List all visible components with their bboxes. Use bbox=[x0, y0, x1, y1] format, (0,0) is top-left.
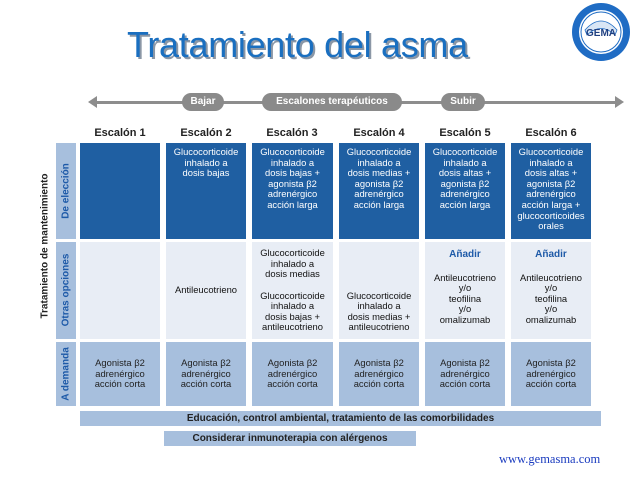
page-title: Tratamiento del asma bbox=[127, 24, 468, 65]
step2-otras-cell: Antileucotrieno bbox=[166, 242, 246, 339]
side-label-otras: Otras opciones bbox=[60, 253, 72, 327]
step-label-3: Escalón 3 bbox=[266, 127, 318, 139]
side-label-eleccion: De elección bbox=[60, 163, 72, 219]
step-label-2: Escalón 2 bbox=[180, 127, 232, 139]
step1-otras-cell bbox=[80, 242, 160, 339]
step4-eleccion-cell: Glucocorticoide inhalado a dosis medias … bbox=[339, 143, 419, 239]
step3-demanda-cell: Agonista β2 adrenérgico acción corta bbox=[252, 342, 333, 406]
step-label-1: Escalón 1 bbox=[94, 127, 146, 139]
step5-demanda-cell: Agonista β2 adrenérgico acción corta bbox=[425, 342, 505, 406]
arrow-left-icon bbox=[88, 96, 97, 108]
immunotherapy-band: Considerar inmunoterapia con alérgenos bbox=[164, 431, 416, 446]
step4-otras-text: Glucocorticoide inhalado a dosis medias … bbox=[346, 289, 412, 333]
step1-eleccion-cell bbox=[80, 143, 160, 239]
step3-otras-text-1: Glucocorticoide inhalado a dosis medias bbox=[260, 247, 325, 280]
side-band-otras bbox=[56, 242, 76, 339]
step4-demanda-cell: Agonista β2 adrenérgico acción corta bbox=[339, 342, 419, 406]
step5-otras-text: Antileucotrieno y/o teofilina y/o omaliz… bbox=[433, 271, 497, 325]
side-band-eleccion bbox=[56, 143, 76, 239]
education-band: Educación, control ambiental, tratamient… bbox=[80, 411, 601, 426]
step2-eleccion-cell: Glucocorticoide inhalado a dosis bajas bbox=[166, 143, 246, 239]
step5-otras-cell: Añadir Antileucotrieno y/o teofilina y/o… bbox=[425, 242, 505, 339]
step2-otras-text: Antileucotrieno bbox=[174, 284, 238, 296]
step-label-5: Escalón 5 bbox=[439, 127, 491, 139]
step6-otras-text: Antileucotrieno y/o teofilina y/o omaliz… bbox=[519, 271, 583, 325]
step6-eleccion-cell: Glucocorticoide inhalado a dosis altas +… bbox=[511, 143, 591, 239]
step6-add-label: Añadir bbox=[535, 249, 567, 260]
step3-otras-text-2: Glucocorticoide inhalado a dosis bajas +… bbox=[260, 289, 325, 333]
scale-up-pill: Subir bbox=[441, 93, 485, 111]
arrow-right-icon bbox=[615, 96, 624, 108]
step3-otras-cell: Glucocorticoide inhalado a dosis medias … bbox=[252, 242, 333, 339]
logo-text: GEMA bbox=[586, 28, 616, 39]
step-label-4: Escalón 4 bbox=[353, 127, 405, 139]
side-label-maintenance: Tratamiento de mantenimiento bbox=[39, 173, 51, 319]
side-label-demanda: A demanda bbox=[60, 347, 72, 401]
step3-eleccion-cell: Glucocorticoide inhalado a dosis bajas +… bbox=[252, 143, 333, 239]
step4-otras-cell: Glucocorticoide inhalado a dosis medias … bbox=[339, 242, 419, 339]
step1-demanda-cell: Agonista β2 adrenérgico acción corta bbox=[80, 342, 160, 406]
step6-otras-cell: Añadir Antileucotrieno y/o teofilina y/o… bbox=[511, 242, 591, 339]
footer-url: www.gemasma.com bbox=[499, 452, 601, 466]
step2-demanda-cell: Agonista β2 adrenérgico acción corta bbox=[166, 342, 246, 406]
step-label-6: Escalón 6 bbox=[525, 127, 577, 139]
scale-down-pill: Bajar bbox=[182, 93, 224, 111]
side-band-demanda bbox=[56, 342, 76, 406]
step5-add-label: Añadir bbox=[449, 249, 481, 260]
step5-eleccion-cell: Glucocorticoide inhalado a dosis altas +… bbox=[425, 143, 505, 239]
gema-logo: GEMA bbox=[572, 3, 630, 61]
scale-center-pill: Escalones terapéuticos bbox=[262, 93, 402, 111]
step6-demanda-cell: Agonista β2 adrenérgico acción corta bbox=[511, 342, 591, 406]
